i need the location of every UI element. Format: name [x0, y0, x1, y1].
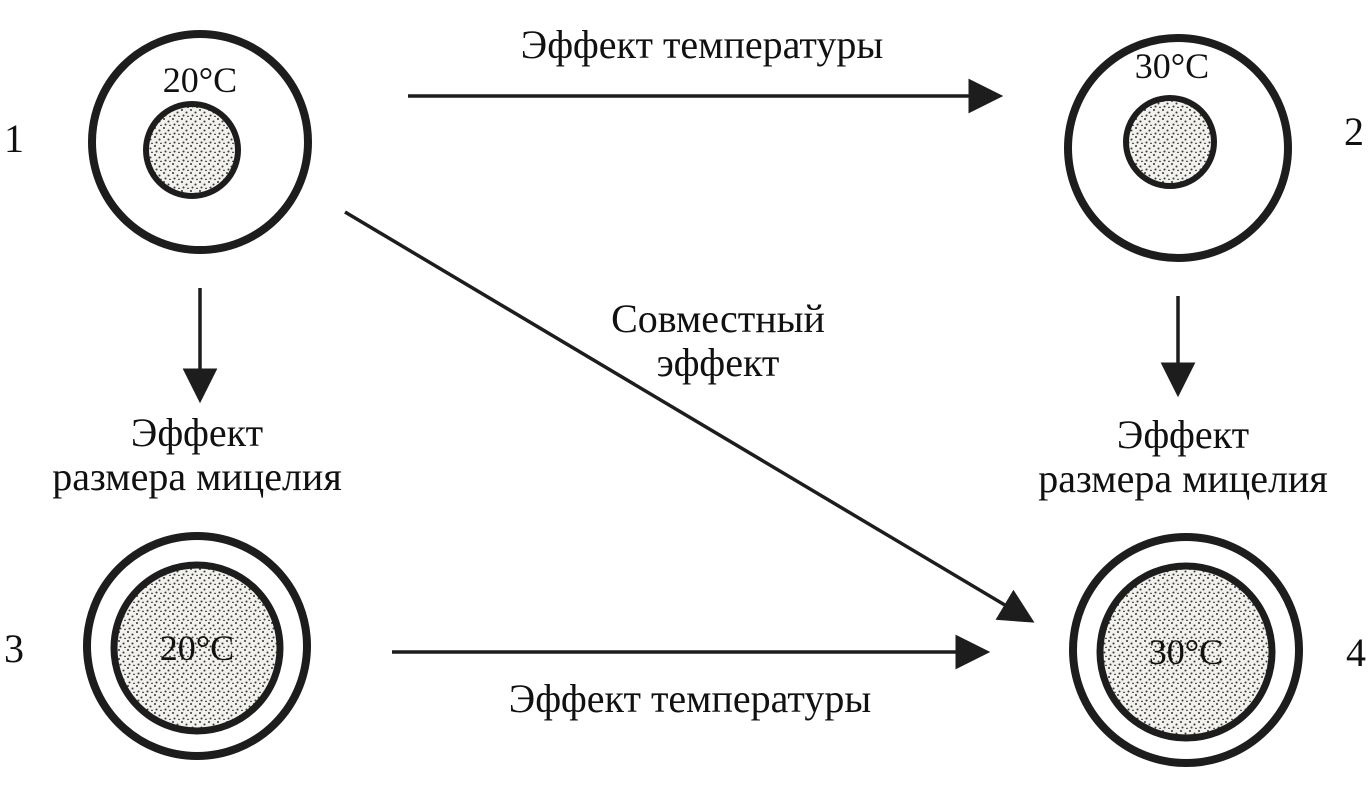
node-4-temperature-label: 30°C [1149, 632, 1223, 672]
node-1: 20°C 1 [4, 30, 312, 254]
joint-effect-label-line1: Совместный [611, 296, 825, 341]
node-2-number-label: 2 [1344, 109, 1364, 154]
node-1-temperature-label: 20°C [163, 60, 237, 100]
joint-effect-label-line2: эффект [657, 340, 780, 385]
node-2: 30°C 2 [1064, 34, 1364, 262]
node-4-number-label: 4 [1346, 630, 1366, 675]
node-1-number-label: 1 [4, 116, 24, 161]
node-2-inner-micelle-icon [1123, 95, 1217, 189]
node-2-temperature-label: 30°C [1135, 46, 1209, 86]
arrow-joint-effect-diagonal [344, 210, 1035, 623]
temperature-effect-top-label: Эффект температуры [521, 22, 883, 67]
size-effect-left-label-line2: размера мицелия [52, 454, 341, 499]
node-1-inner-micelle-icon [143, 101, 241, 199]
size-effect-right-label-line1: Эффект [1117, 412, 1249, 457]
node-3-number-label: 3 [4, 626, 24, 671]
node-4: 30°C 4 [1069, 533, 1366, 767]
node-4-inner-micelle-icon [1096, 562, 1276, 742]
node-3-inner-micelle-icon [110, 561, 284, 735]
node-3-temperature-label: 20°C [160, 628, 234, 668]
size-effect-right-label-line2: размера мицелия [1038, 456, 1327, 501]
size-effect-left-label-line1: Эффект [131, 410, 263, 455]
temperature-effect-bottom-label: Эффект температуры [509, 676, 871, 721]
node-3: 20°C 3 [4, 532, 311, 760]
